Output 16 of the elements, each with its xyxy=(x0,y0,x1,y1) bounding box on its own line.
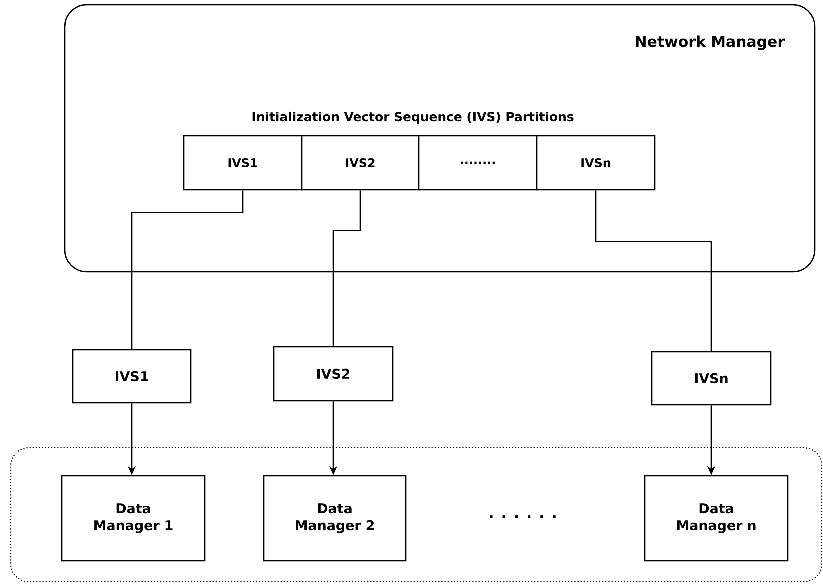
connector-line xyxy=(595,190,712,352)
partition-cell: ........ xyxy=(418,135,538,191)
partition-cell: IVS1 xyxy=(183,135,303,191)
partition-cell: IVS2 xyxy=(301,135,420,191)
connector-line xyxy=(332,190,362,346)
partition-heading: Initialization Vector Sequence (IVS) Partitions xyxy=(252,112,574,124)
sequence-box: IVSn xyxy=(651,351,772,406)
partition-cell: IVSn xyxy=(536,135,656,191)
ellipsis-dots: . . . . . . xyxy=(490,516,556,518)
data-manager-box: Data Manager n xyxy=(644,475,789,562)
group-frame xyxy=(10,447,823,583)
connector-line xyxy=(131,190,244,350)
sequence-box: IVS1 xyxy=(72,349,192,404)
sequence-box: IVS2 xyxy=(273,346,394,402)
data-manager-box: Data Manager 2 xyxy=(263,475,407,562)
data-manager-box: Data Manager 1 xyxy=(61,475,206,562)
